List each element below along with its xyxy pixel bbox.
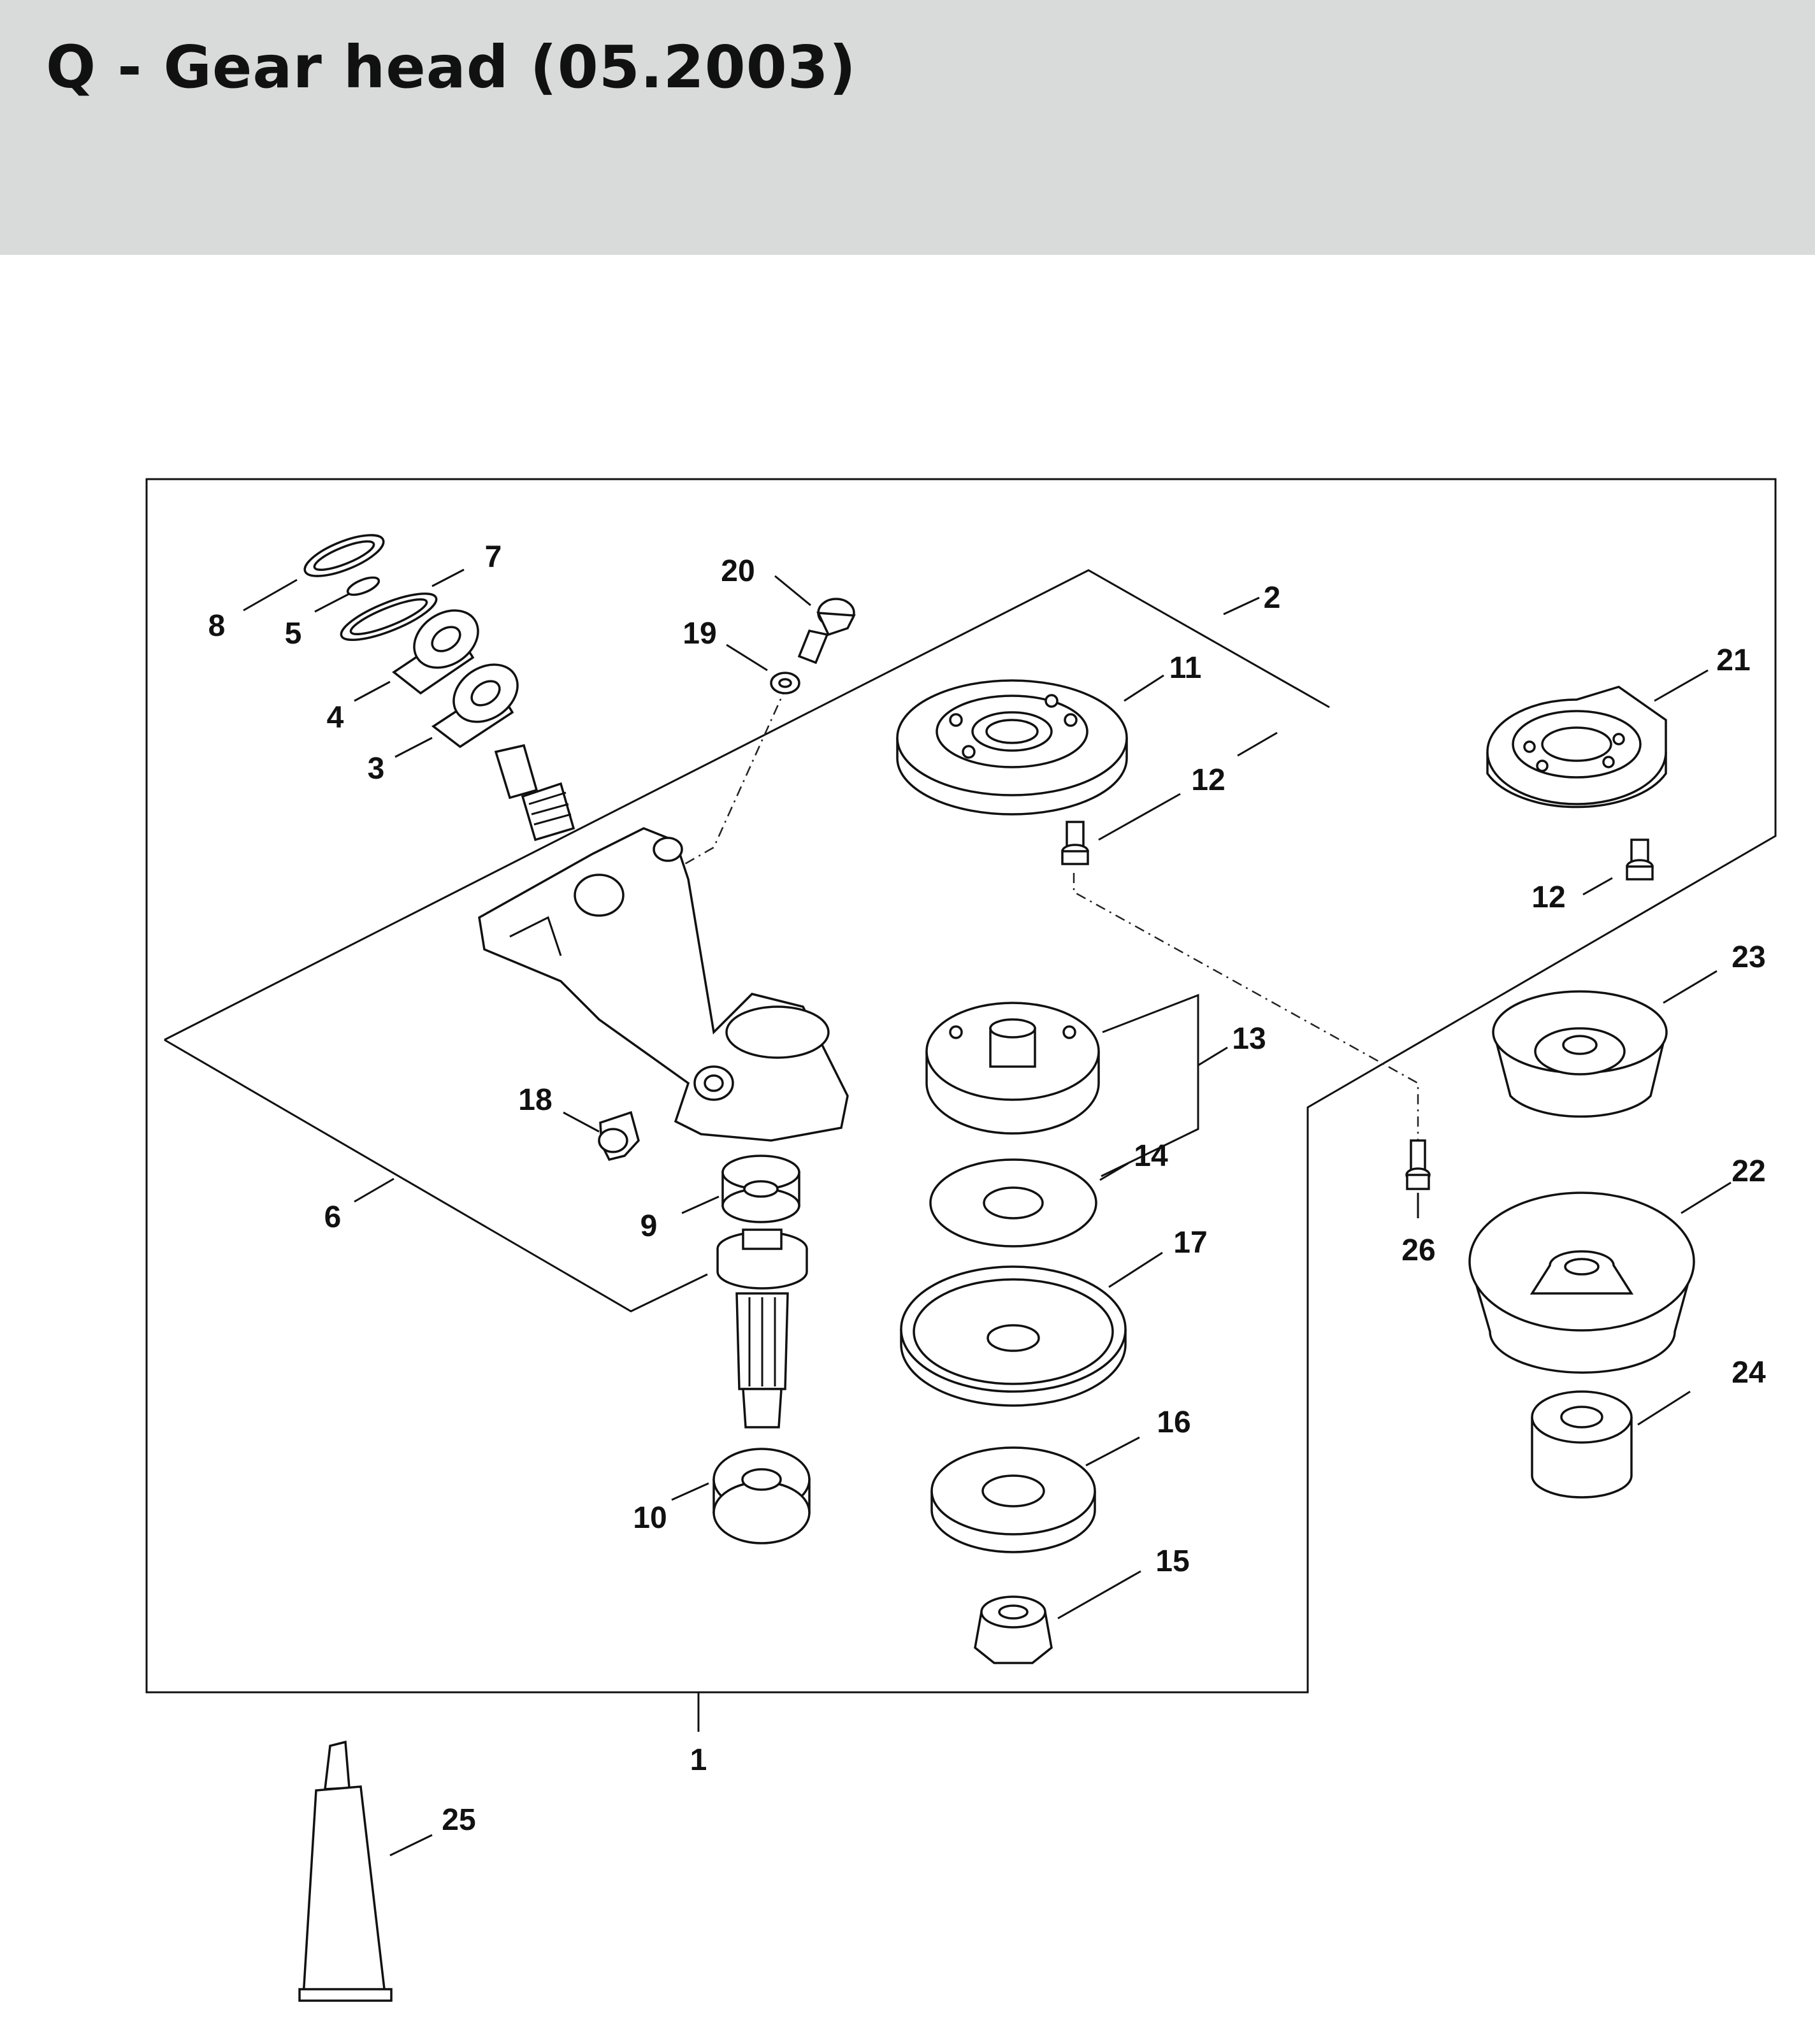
callout-11: 11 xyxy=(1169,651,1202,685)
screw-12-left xyxy=(1061,821,1089,865)
callout-25: 25 xyxy=(442,1803,475,1837)
ring-7 xyxy=(340,592,438,642)
gear-housing-6 xyxy=(478,827,849,1142)
grease-tube-25 xyxy=(298,1740,393,2002)
plug-screw-18 xyxy=(598,1111,640,1162)
callout-19: 19 xyxy=(683,617,716,651)
thrust-plate-21 xyxy=(1486,686,1667,809)
bearing-4 xyxy=(392,609,479,695)
page-title: Q - Gear head (05.2003) xyxy=(46,33,857,101)
disc-17 xyxy=(900,1265,1127,1407)
callout-16: 16 xyxy=(1157,1406,1190,1439)
assembly-frame xyxy=(145,478,1777,1694)
callout-21: 21 xyxy=(1716,644,1750,677)
bevel-gear-shaft xyxy=(716,1228,808,1429)
ring-5 xyxy=(346,576,380,596)
nut-15 xyxy=(974,1595,1053,1664)
callout-12-upper: 12 xyxy=(1191,763,1225,797)
screw-12-right xyxy=(1626,838,1654,881)
washer-19 xyxy=(770,672,800,695)
bearing-3 xyxy=(431,663,519,749)
callout-22: 22 xyxy=(1732,1155,1765,1188)
callout-9: 9 xyxy=(640,1209,658,1243)
callout-14: 14 xyxy=(1134,1139,1168,1173)
callout-26: 26 xyxy=(1401,1234,1435,1267)
washer-14 xyxy=(929,1158,1097,1248)
bearing-9 xyxy=(721,1155,800,1223)
callout-20: 20 xyxy=(721,554,755,588)
thrust-washer-16 xyxy=(930,1446,1096,1553)
bracket-6 xyxy=(164,569,1330,1041)
callout-labels: 1 2 3 4 5 6 7 8 9 10 11 12 12 13 14 15 1… xyxy=(208,540,1766,1837)
callout-4: 4 xyxy=(327,701,344,735)
callout-10: 10 xyxy=(633,1501,667,1535)
dash-line-26 xyxy=(1073,873,1419,1147)
cap-23 xyxy=(1492,990,1668,1118)
callout-23: 23 xyxy=(1732,940,1765,974)
bearing-10 xyxy=(712,1448,811,1544)
leader-lines xyxy=(243,568,1732,1857)
callout-8: 8 xyxy=(208,609,226,643)
callout-2: 2 xyxy=(1264,581,1281,615)
bracket-6-lower xyxy=(164,1039,708,1313)
callout-24: 24 xyxy=(1732,1356,1766,1390)
screw-20 xyxy=(797,598,856,665)
bracket-13 xyxy=(1101,993,1199,1177)
callout-3: 3 xyxy=(368,752,385,786)
pinion-shaft xyxy=(494,744,575,842)
screw-26 xyxy=(1405,1139,1431,1190)
callout-12-right: 12 xyxy=(1531,881,1565,914)
callout-15: 15 xyxy=(1155,1544,1189,1578)
callout-13: 13 xyxy=(1232,1022,1266,1056)
callout-18: 18 xyxy=(518,1083,552,1117)
circlip-8 xyxy=(303,534,385,577)
thrust-plate-11 xyxy=(896,679,1128,816)
callout-7: 7 xyxy=(485,540,502,574)
dash-line-19 xyxy=(669,684,788,874)
thrust-plate-13 xyxy=(925,1002,1100,1135)
callout-17: 17 xyxy=(1173,1226,1207,1260)
callout-6: 6 xyxy=(324,1200,342,1234)
callout-5: 5 xyxy=(285,617,302,651)
page-header: Q - Gear head (05.2003) xyxy=(0,0,1815,255)
cap-22 xyxy=(1468,1191,1695,1374)
callout-1: 1 xyxy=(690,1743,707,1777)
sleeve-24 xyxy=(1531,1390,1633,1499)
